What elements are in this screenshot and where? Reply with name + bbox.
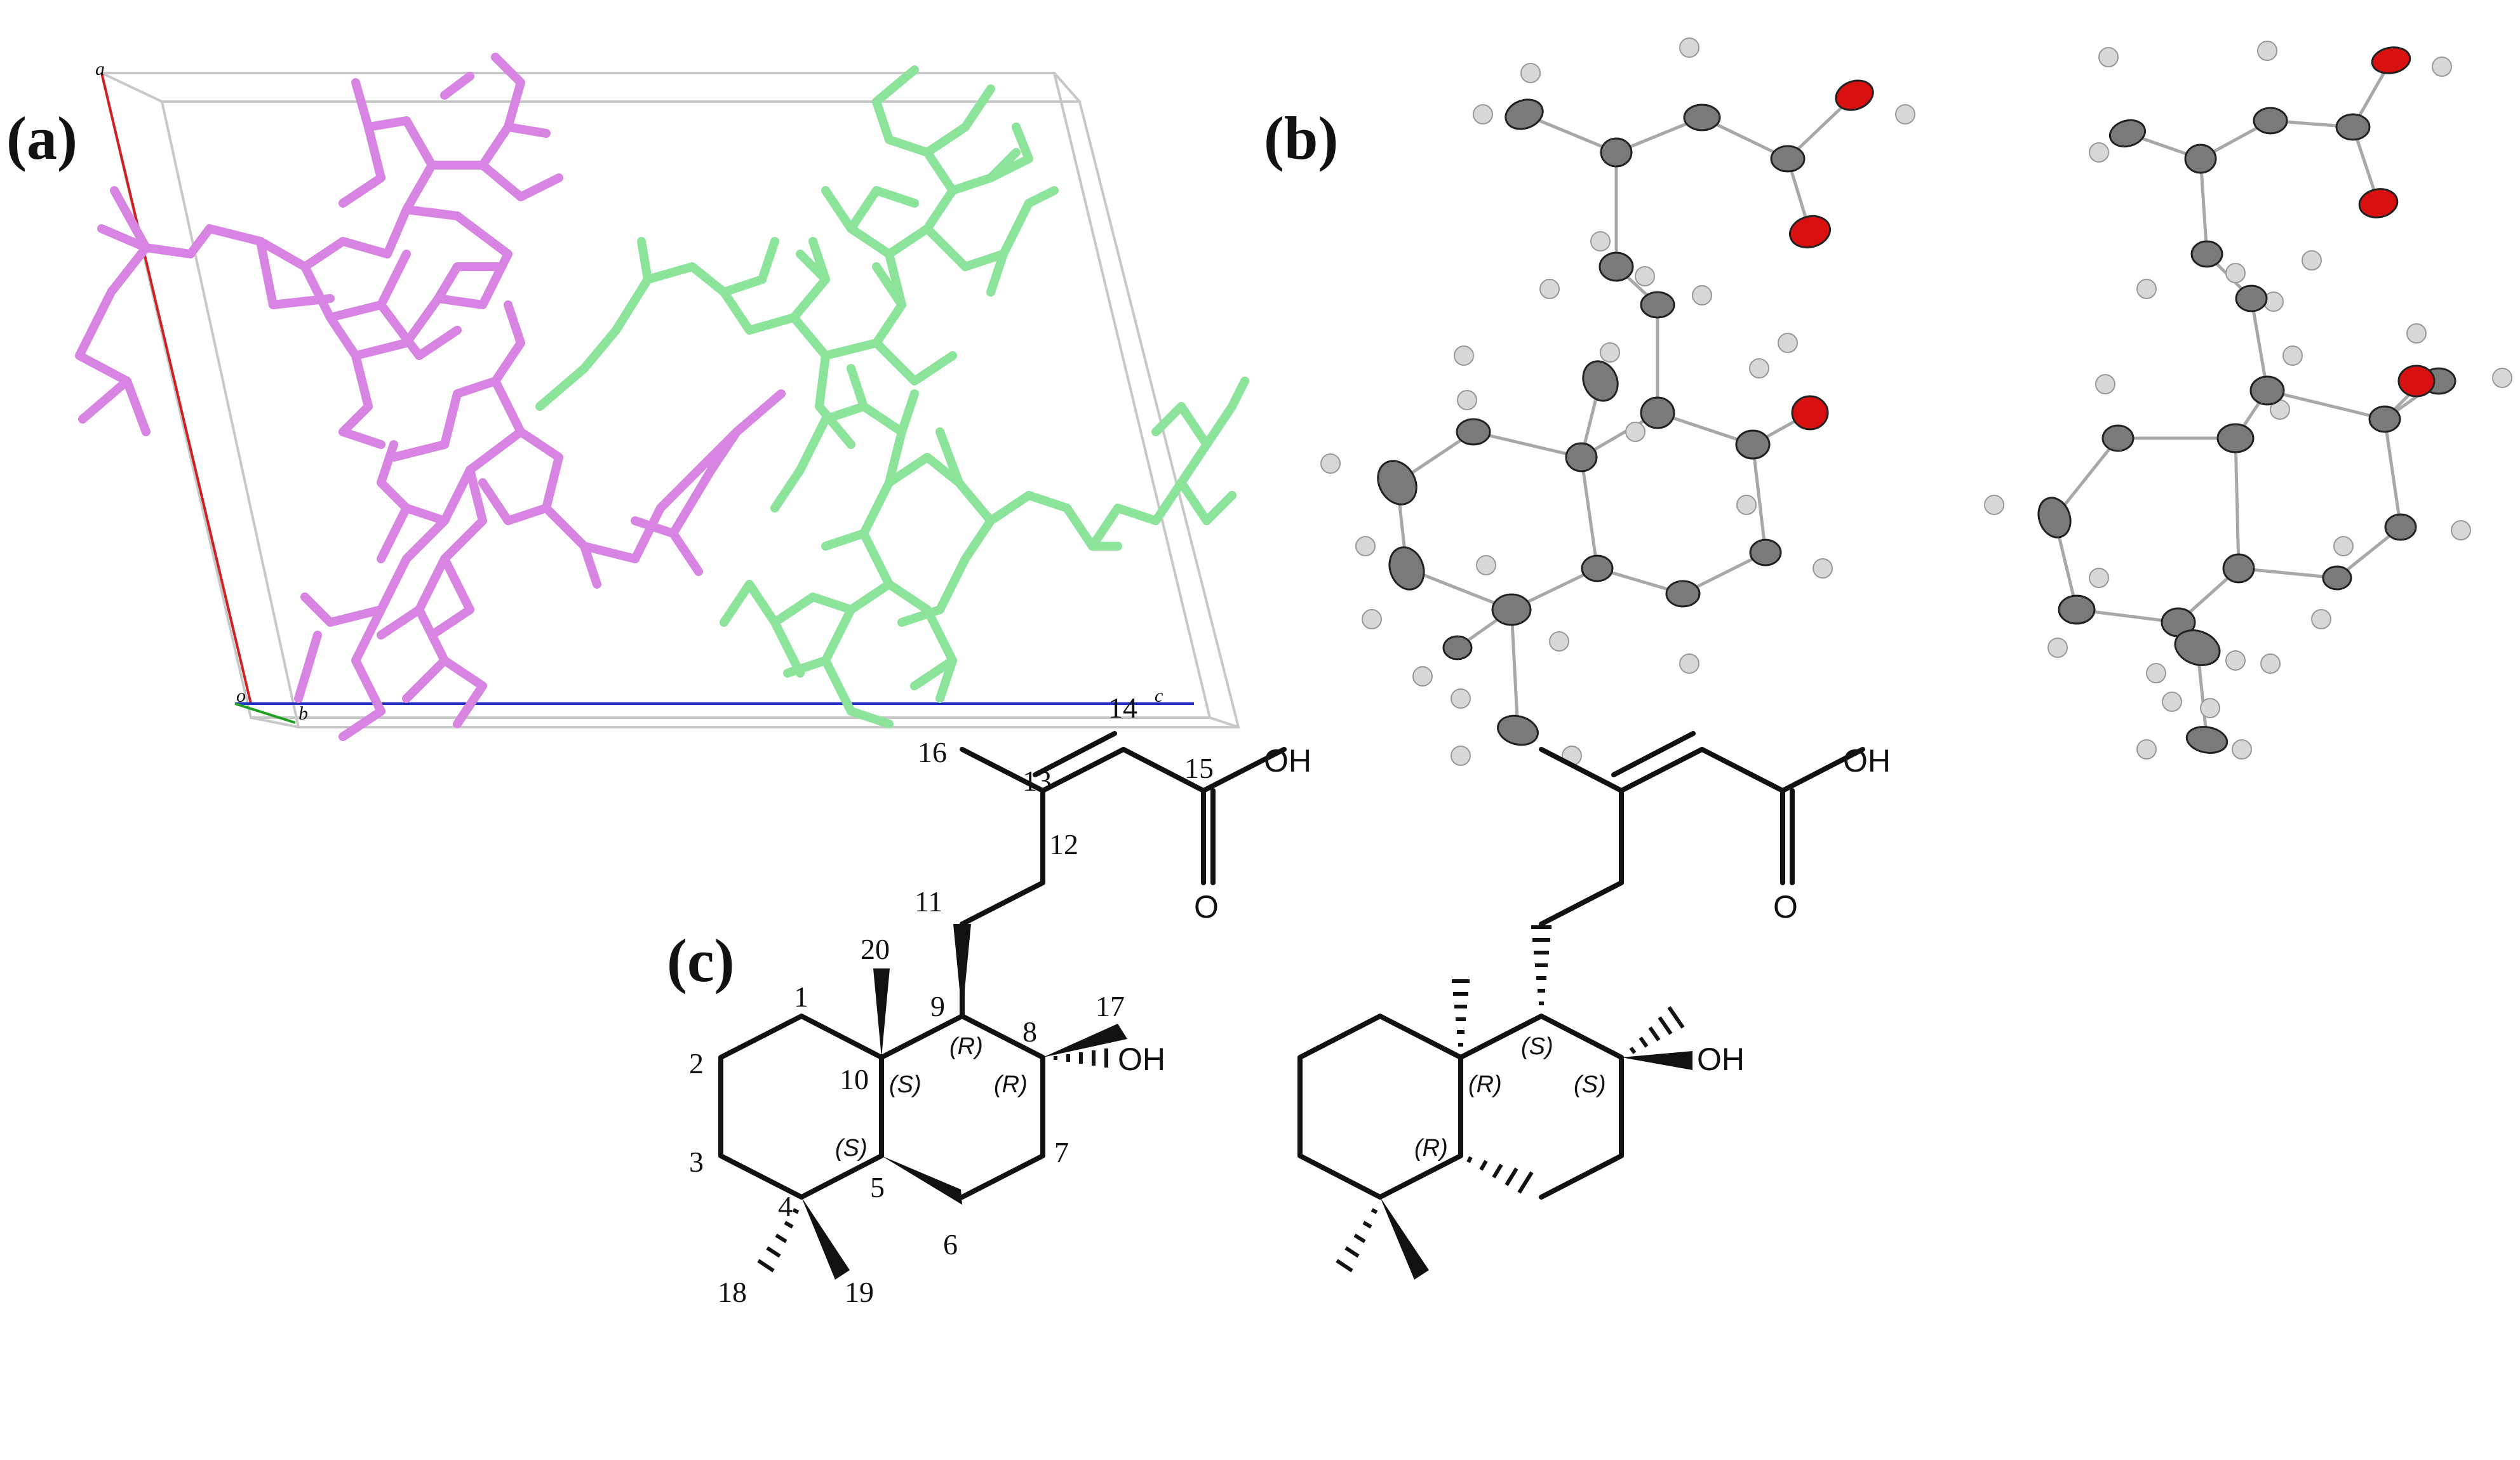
axis-a-line — [100, 72, 252, 704]
structure-right: (S) (S) (R) (R) OH OH O — [1297, 731, 1891, 1280]
stereo-c10: (S) — [889, 1071, 922, 1098]
structure-left-groups: OH OH O — [1118, 743, 1311, 1077]
unit-cell — [100, 72, 1240, 728]
atom-number-3: 3 — [689, 1146, 704, 1178]
structure-left-stereo: (R) (R) (S) (S) — [835, 1033, 1028, 1162]
atom-number-9: 9 — [930, 990, 945, 1022]
atom-number-1: 1 — [794, 981, 808, 1013]
atom-number-2: 2 — [689, 1047, 704, 1080]
panel-b: (b) — [1264, 37, 2512, 766]
axis-o-label: o — [236, 685, 246, 706]
panel-c: (c) — [667, 692, 1891, 1308]
stereo-c10-right: (R) — [1468, 1071, 1502, 1098]
panel-label-b: (b) — [1264, 104, 1338, 172]
ortep-right-oxygens — [2358, 46, 2436, 398]
atom-number-19: 19 — [845, 1276, 874, 1308]
stereo-c8-right: (S) — [1574, 1071, 1606, 1098]
axis-b-line — [234, 702, 296, 724]
axis-a-label: a — [95, 58, 105, 79]
ortep-left-hydrogens — [1320, 37, 1915, 766]
atom-number-13: 13 — [1022, 765, 1052, 797]
atom-number-11: 11 — [915, 885, 942, 918]
molecule-green-top — [535, 65, 1059, 449]
ortep-right-carbons — [2037, 107, 2456, 754]
stereo-c9-right: (S) — [1521, 1033, 1553, 1060]
structure-left-wedges — [801, 924, 1127, 1280]
stereo-c8: (R) — [994, 1071, 1028, 1098]
ortep-left — [1320, 37, 1915, 766]
structure-right-hashes — [1336, 925, 1685, 1273]
atom-number-14: 14 — [1108, 692, 1137, 724]
ortep-right — [1984, 41, 2512, 760]
stereo-c5-right: (R) — [1414, 1135, 1448, 1162]
atom-number-17: 17 — [1096, 990, 1125, 1022]
atom-number-16: 16 — [918, 736, 947, 768]
structure-right-bonds — [1297, 731, 1865, 1200]
acid-oh-label: OH — [1264, 743, 1311, 779]
stereo-c9: (R) — [949, 1033, 983, 1060]
panel-label-a: (a) — [6, 104, 77, 172]
ortep-left-oxygens — [1788, 79, 1874, 431]
carbonyl-o-label-right: O — [1773, 889, 1798, 925]
structure-left-hashes — [757, 1048, 1108, 1273]
molecule-green-bottom — [720, 364, 1249, 728]
atom-number-5: 5 — [870, 1171, 885, 1203]
atom-number-12: 12 — [1049, 828, 1078, 861]
atom-number-10: 10 — [840, 1063, 869, 1095]
atom-number-6: 6 — [943, 1228, 958, 1261]
molecule-magenta-top — [75, 53, 563, 449]
hydroxyl-label: OH — [1118, 1041, 1165, 1077]
ortep-right-hydrogens — [1984, 41, 2512, 760]
molecule-magenta-bottom — [294, 300, 786, 741]
atom-number-18: 18 — [718, 1276, 747, 1308]
atom-number-8: 8 — [1022, 1015, 1037, 1048]
ortep-right-bonds — [2053, 59, 2440, 740]
atom-number-15: 15 — [1184, 752, 1214, 784]
hydroxyl-label-right: OH — [1697, 1041, 1745, 1077]
stereo-c5: (S) — [835, 1135, 868, 1162]
structure-right-stereo: (S) (S) (R) (R) — [1414, 1033, 1606, 1162]
panel-a: (a) a o b c — [6, 53, 1249, 741]
structure-left: 1 2 3 4 5 6 7 8 9 10 11 12 13 14 15 16 1… — [689, 692, 1311, 1308]
axis-b-label: b — [298, 703, 308, 724]
ortep-left-carbons — [1377, 98, 1806, 746]
structure-left-bonds — [718, 731, 1287, 1200]
atom-number-7: 7 — [1054, 1136, 1069, 1169]
structure-left-numbers: 1 2 3 4 5 6 7 8 9 10 11 12 13 14 15 16 1… — [689, 692, 1214, 1308]
carbonyl-o-label: O — [1194, 889, 1219, 925]
ortep-left-bonds — [1395, 94, 1856, 731]
structure-right-wedges — [1380, 1051, 1692, 1280]
panel-label-c: (c) — [667, 927, 735, 995]
structure-right-groups: OH OH O — [1697, 743, 1891, 1077]
acid-oh-label-right: OH — [1843, 743, 1891, 779]
atom-number-20: 20 — [861, 933, 890, 965]
axis-c-label: c — [1155, 685, 1163, 706]
atom-number-4: 4 — [778, 1190, 793, 1222]
